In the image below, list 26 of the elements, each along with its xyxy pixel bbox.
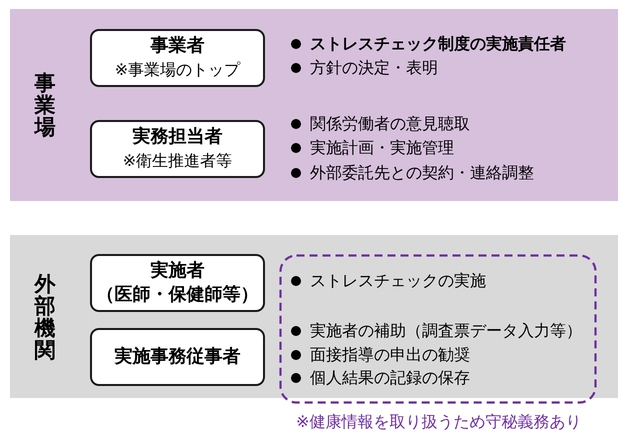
box-title: 実務担当者: [132, 125, 222, 149]
list-item: 面接指導の申出の勧奨: [310, 345, 470, 365]
role-box: [90, 254, 265, 312]
list-item: 実施計画・実施管理: [310, 138, 454, 158]
list-item: 関係労働者の意見聴取: [310, 114, 470, 134]
box-subtitle: ※事業場のトップ: [114, 59, 240, 81]
box-subtitle: ※衛生推進者等: [122, 150, 232, 172]
box-title: 事業者: [150, 34, 204, 58]
section-label: 事業場: [34, 72, 56, 138]
dashed-frame: [279, 254, 597, 404]
list-item: 個人結果の記録の保存: [310, 368, 470, 388]
role-box: [90, 29, 265, 87]
list-item: ストレスチェックの実施: [310, 271, 486, 291]
list-item: 実施者の補助（調査票データ入力等）: [310, 321, 582, 341]
box-title: 実施者: [150, 259, 204, 283]
role-box: [90, 120, 265, 178]
list-item: 外部委託先との契約・連絡調整: [310, 163, 534, 183]
section-band: [10, 235, 618, 398]
box-subtitle: （医師・保健師等）: [96, 283, 258, 307]
list-item: ストレスチェック制度の実施責任者: [310, 34, 566, 54]
section-band: [10, 9, 618, 201]
section-label: 外部機関: [34, 272, 56, 360]
box-title: 実施事務従事者: [114, 345, 240, 369]
list-item: 方針の決定・表明: [310, 58, 438, 78]
footnote: ※健康情報を取り扱うため守秘義務あり: [296, 412, 582, 432]
role-box: [90, 328, 265, 386]
